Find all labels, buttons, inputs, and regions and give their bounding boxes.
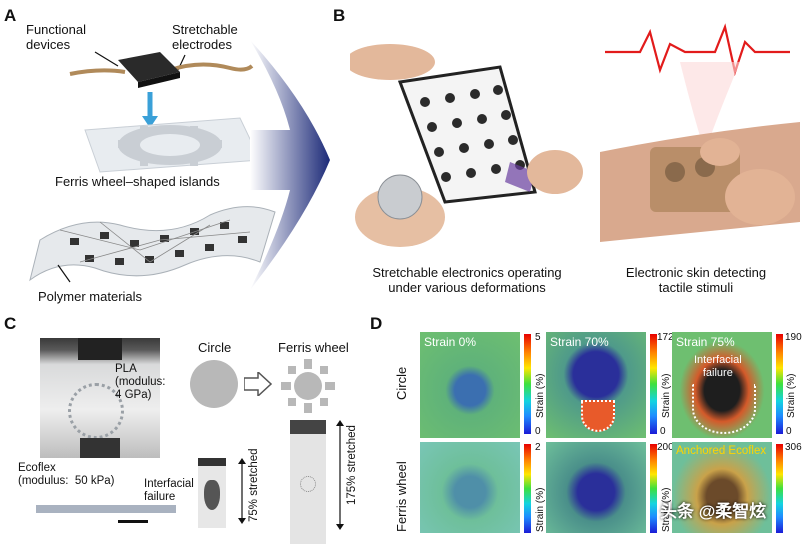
caption-e-skin: Electronic skin detecting tactile stimul… — [625, 265, 767, 295]
electrode-ribbon-right — [169, 62, 254, 72]
stretched-75-label: 75% stretched — [248, 448, 260, 522]
panel-b-photos — [350, 22, 800, 252]
scale-bar-c — [118, 520, 148, 523]
strain-map-ferris-75: Anchored Ecoflex — [672, 442, 772, 533]
caption-stretchable: Stretchable electronics operating under … — [372, 265, 562, 295]
stretched-circle-sample — [198, 458, 226, 528]
cbar-top-2-label: Strain (%) — [786, 373, 797, 418]
colorbar-bottom-1 — [650, 444, 657, 533]
row-label-circle: Circle — [394, 366, 409, 400]
cbar-top-2-min: 0 — [786, 426, 792, 437]
chip-device — [118, 52, 180, 82]
stretched-175-label: 175% stretched — [346, 425, 358, 505]
stretch-arrow-75 — [238, 458, 246, 524]
functional-devices-label: Functional devices — [26, 22, 86, 52]
ferris-island-photo — [68, 383, 124, 439]
strain-map-ferris-0 — [420, 442, 520, 533]
ferris-islands-label: Ferris wheel–shaped islands — [55, 174, 220, 189]
strain-head-0: Strain 0% — [424, 335, 477, 349]
strain-map-circle-0: Strain 0% — [420, 332, 520, 438]
colorbar-bottom-0 — [524, 444, 531, 533]
strain-map-circle-70: Strain 70% — [546, 332, 646, 438]
hand-top-left — [350, 44, 435, 80]
crumpled-device — [377, 174, 423, 220]
panel-letter-c: C — [4, 314, 17, 333]
circle-label: Circle — [198, 340, 232, 355]
circle-shape — [190, 360, 238, 408]
strain-head-1: Strain 70% — [550, 335, 609, 349]
cbar-top-2-max: 190 — [785, 332, 802, 343]
pressing-hand — [725, 169, 795, 225]
cbar-top-0-min: 0 — [535, 426, 541, 437]
sheet-grid-islands — [420, 85, 525, 182]
transition-arrow — [250, 40, 330, 290]
row-label-ferris: Ferris wheel — [394, 461, 409, 532]
cbar-top-0-max: 5 — [535, 332, 541, 343]
pulse-signal — [605, 23, 790, 77]
polymer-sheet — [29, 206, 276, 282]
panel-letter-a: A — [4, 6, 17, 25]
interfacial-failure-label-d: Interfacial failure — [694, 354, 742, 379]
colorbar-top-0 — [524, 334, 531, 434]
panel-letter-b: B — [333, 6, 346, 25]
failure-zone-70 — [581, 400, 615, 432]
cbar-bottom-1-max: 200 — [657, 442, 674, 453]
stretchable-electrodes-label: Stretchable electrodes — [172, 22, 238, 52]
failure-outline-75 — [692, 384, 756, 434]
polymer-materials-label: Polymer materials — [38, 289, 143, 304]
cbar-top-1-label: Strain (%) — [661, 373, 672, 418]
interfacial-failure-label-c: Interfacial failure — [144, 478, 194, 503]
ferris-wheel-shape — [281, 359, 335, 413]
colorbar-top-1 — [650, 334, 657, 434]
finger-press — [700, 138, 740, 166]
colorbar-top-2 — [776, 334, 783, 434]
strain-head-2: Strain 75% — [676, 335, 735, 349]
anchored-ecoflex-label: Anchored Ecoflex — [676, 445, 767, 457]
cbar-top-1-max: 172 — [657, 332, 674, 343]
hand-right — [527, 150, 583, 194]
stretch-arrow-175 — [336, 420, 344, 530]
watermark: 头条 @柔智炫 — [660, 502, 767, 521]
cbar-bottom-0-max: 2 — [535, 442, 541, 453]
strain-map-ferris-70 — [546, 442, 646, 533]
panel-a-illustration — [29, 51, 276, 283]
cbar-top-1-min: 0 — [660, 426, 666, 437]
colorbar-bottom-2 — [776, 444, 783, 533]
right-arrow-icon — [244, 372, 272, 396]
strain-map-circle-75: Strain 75% Interfacial failure — [672, 332, 772, 438]
ecoflex-slab — [36, 505, 176, 513]
tensile-photo — [40, 338, 160, 458]
cbar-top-0-label: Strain (%) — [535, 373, 546, 418]
ferris-wheel-label: Ferris wheel — [278, 340, 349, 355]
flexible-sheet — [397, 65, 537, 204]
electrode-ribbon-left — [69, 68, 126, 76]
cbar-bottom-0-label: Strain (%) — [535, 487, 546, 532]
pla-label: PLA (modulus: 4 GPa) — [115, 363, 166, 401]
ecoflex-label: Ecoflex (modulus: 50 kPa) — [18, 462, 115, 487]
stretched-ferris-sample — [290, 420, 326, 544]
cbar-bottom-2-max: 306 — [785, 442, 802, 453]
panel-letter-d: D — [370, 314, 383, 333]
